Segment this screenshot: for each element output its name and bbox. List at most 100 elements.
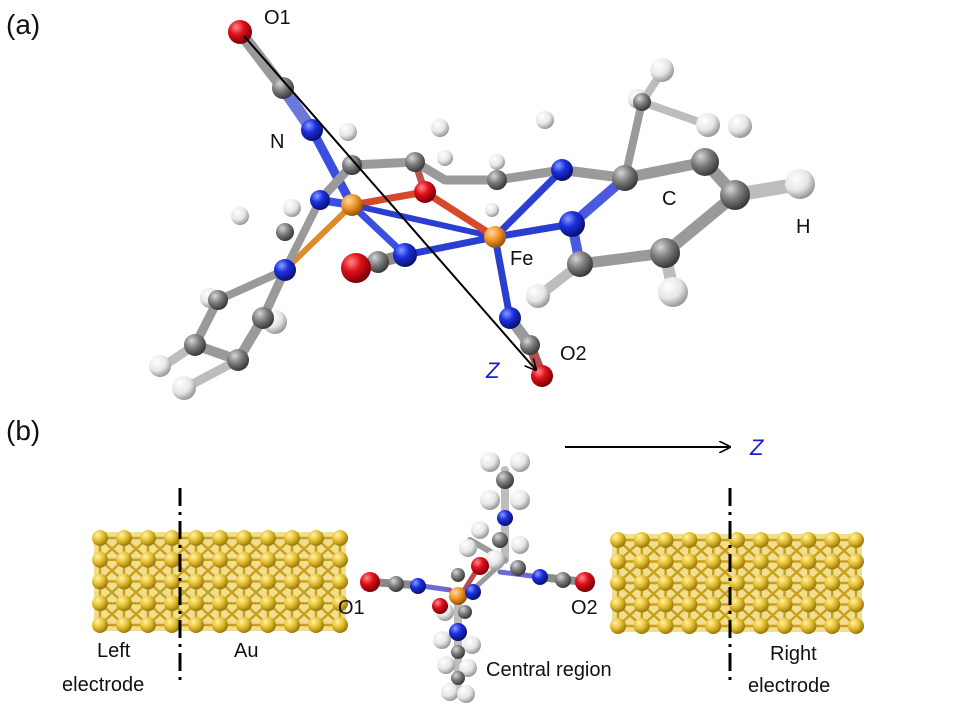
gold-atom (308, 595, 324, 612)
hydrogen-atom (696, 113, 720, 137)
gold-atom (705, 618, 722, 634)
gold-atom (284, 617, 300, 633)
gold-atom (657, 532, 674, 548)
nitrogen-atom (551, 159, 573, 181)
gold-atom (729, 553, 745, 570)
panel-b-label: (b) (6, 415, 40, 446)
panel-a-z-arrow (243, 35, 536, 370)
gold-atom (332, 617, 348, 633)
gold-atom (705, 575, 722, 591)
panel-a: (a) (6, 7, 815, 400)
gold-atom (657, 596, 674, 613)
hydrogen-atom (485, 203, 499, 217)
nitrogen-atom (274, 259, 296, 281)
gold-atom (188, 595, 204, 612)
gold-atom (848, 618, 864, 634)
gold-atom (800, 553, 817, 570)
gold-atom (776, 596, 793, 613)
gold-atom (116, 595, 132, 612)
gold-atom (824, 618, 841, 634)
gold-atom (776, 553, 793, 570)
hydrogen-atom (526, 284, 550, 308)
gold-atom (236, 573, 252, 590)
central-region-label: Central region (486, 659, 612, 681)
gold-atom (308, 551, 324, 568)
gold-atom (824, 553, 841, 570)
panel-b-axis-label: Z (749, 435, 765, 460)
gold-atom (332, 595, 348, 612)
gold-atom (776, 575, 793, 591)
hydrogen-atom (431, 119, 449, 137)
gold-atom (633, 596, 650, 613)
gold-atom (657, 575, 674, 591)
gold-atom (284, 595, 300, 612)
gold-atom (164, 551, 180, 568)
hydrogen-atom (650, 58, 674, 82)
gold-atom (140, 530, 156, 546)
gold-atom (284, 551, 300, 568)
hydrogen-atom (658, 277, 688, 307)
gold-atom (610, 532, 626, 548)
gold-atom (610, 618, 626, 634)
iron-atom (341, 194, 363, 216)
panel-a-label: (a) (6, 9, 40, 40)
gold-atom (164, 595, 180, 612)
panel-a-bonds (157, 26, 807, 393)
gold-atom (164, 530, 180, 546)
gold-atom (140, 551, 156, 568)
gold-atom (92, 595, 108, 612)
gold-atom (705, 532, 722, 548)
gold-atom (729, 532, 745, 548)
gold-atom (681, 553, 698, 570)
nitrogen-atom (559, 211, 585, 237)
carbon-atom (405, 152, 425, 172)
gold-atom (116, 573, 132, 590)
gold-atom (824, 532, 841, 548)
left-electrode-label-line2: electrode (62, 674, 144, 696)
gold-atom (729, 618, 745, 634)
gold-atom (752, 532, 769, 548)
gold-atom (260, 551, 276, 568)
oxygen-atom (341, 253, 371, 283)
gold-atom (752, 596, 769, 613)
gold-atom (116, 530, 132, 546)
gold-atom (729, 575, 745, 591)
gold-atom (332, 551, 348, 568)
gold-atom (848, 553, 864, 570)
gold-atom (633, 553, 650, 570)
gold-atom (164, 617, 180, 633)
iron-atom (484, 226, 506, 248)
carbon-atom (567, 251, 593, 277)
gold-atom (116, 551, 132, 568)
left-electrode-label-line1: Left (97, 640, 131, 662)
hydrogen-atom (785, 169, 815, 199)
oxygen-atom (414, 181, 436, 203)
carbon-atom (227, 349, 249, 371)
gold-atom (188, 551, 204, 568)
gold-atom (260, 530, 276, 546)
nitrogen-atom (301, 119, 323, 141)
gold-atom (729, 596, 745, 613)
central-molecule (360, 452, 595, 703)
atom-label-fe: Fe (510, 248, 533, 270)
gold-atom (705, 553, 722, 570)
gold-atom (752, 618, 769, 634)
nitrogen-atom (499, 307, 521, 329)
gold-atom (800, 575, 817, 591)
gold-atom (657, 553, 674, 570)
gold-atom (848, 532, 864, 548)
hydrogen-atom (536, 111, 554, 129)
gold-atom (657, 618, 674, 634)
gold-atom (140, 595, 156, 612)
gold-atom (776, 618, 793, 634)
gold-atom (610, 575, 626, 591)
carbon-atom (184, 334, 206, 356)
atom-label-n: N (270, 131, 284, 153)
left-electrode-lattice (92, 530, 348, 633)
gold-atom (92, 551, 108, 568)
gold-atom (212, 595, 228, 612)
gold-atom (633, 575, 650, 591)
carbon-atom (342, 155, 362, 175)
hydrogen-atom (437, 150, 453, 166)
